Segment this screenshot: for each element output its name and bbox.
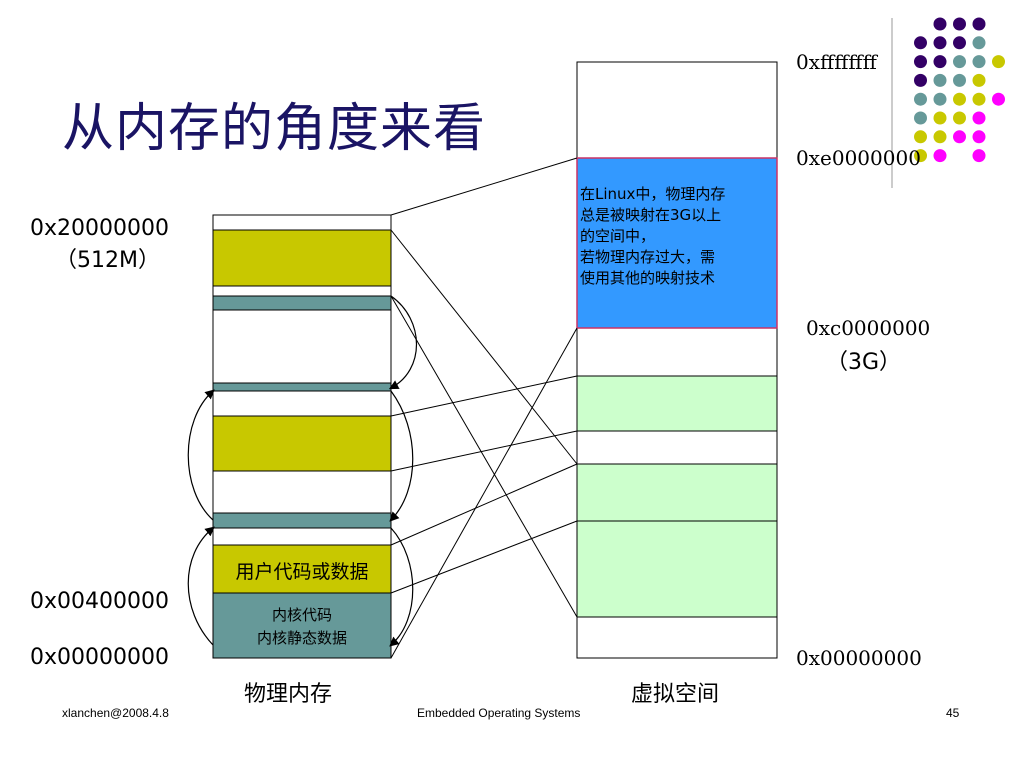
note-line: 若物理内存过大，需 <box>580 248 716 266</box>
note-line: 总是被映射在3G以上 <box>580 206 722 224</box>
virt-green-block-3 <box>576 520 778 618</box>
decorative-dot <box>972 17 986 31</box>
decorative-dot <box>972 130 986 144</box>
decorative-dot <box>914 111 927 125</box>
note-line: 的空间中， <box>580 227 656 245</box>
footer-course: Embedded Operating Systems <box>417 706 581 720</box>
arrow-right-lower <box>389 527 414 647</box>
decorative-dot <box>972 149 986 163</box>
mapping-note: 在Linux中，物理内存 总是被映射在3G以上 的空间中， 若物理内存过大，需 … <box>580 184 780 289</box>
decorative-dot <box>972 92 986 106</box>
decorative-dot <box>933 92 947 106</box>
decorative-dot <box>953 17 966 31</box>
decorative-dot <box>953 92 966 106</box>
virt-addr-top: 0xffffffff <box>796 50 877 74</box>
decorative-dot <box>972 111 986 125</box>
phys-mid-addr: 0x00400000 <box>30 589 169 614</box>
decorative-dot <box>992 55 1005 69</box>
decorative-dot <box>933 149 947 163</box>
phys-top-size: （512M） <box>55 248 160 273</box>
decorative-dot <box>992 92 1005 106</box>
decorative-dot <box>914 130 927 144</box>
note-line: 在Linux中，物理内存 <box>580 185 726 203</box>
decorative-dot <box>933 17 947 31</box>
decorative-dot <box>953 55 966 69</box>
virt-green-block-1 <box>576 375 778 432</box>
decorative-dots <box>891 17 1005 188</box>
virtual-memory-column <box>576 61 778 659</box>
kernel-static-label: 内核静态数据 <box>256 629 347 647</box>
footer-page-number: 45 <box>946 706 960 720</box>
virt-addr-bottom: 0x00000000 <box>796 646 922 670</box>
decorative-dot <box>914 92 927 106</box>
decorative-dot <box>933 55 947 69</box>
mapping-lines <box>390 157 578 659</box>
virt-addr-e: 0xe0000000 <box>796 146 921 170</box>
decorative-dot <box>933 130 947 144</box>
page-title: 从内存的角度来看 <box>62 99 487 159</box>
virt-kernel-region <box>576 157 778 329</box>
virt-green-block-2 <box>576 463 778 522</box>
decorative-dot <box>933 111 947 125</box>
decorative-dot <box>933 36 947 50</box>
decorative-dot <box>972 36 986 50</box>
decorative-dot <box>953 36 966 50</box>
decorative-dot <box>914 55 927 69</box>
decorative-dot <box>953 130 966 144</box>
decorative-dot <box>972 73 986 87</box>
phys-caption: 物理内存 <box>244 682 333 707</box>
physical-memory-column <box>212 214 392 659</box>
phys-teal-strip-2 <box>212 382 392 392</box>
arrow-right-middle <box>389 390 414 522</box>
relocation-arrows <box>187 295 418 647</box>
footer-author: xlanchen@2008.4.8 <box>62 706 169 720</box>
decorative-dot <box>914 36 927 50</box>
user-block-label: 用户代码或数据 <box>235 561 369 583</box>
phys-yellow-block-mid <box>212 415 392 472</box>
phys-kernel-block <box>212 592 392 659</box>
virt-addr-c-size: （3G） <box>826 350 902 375</box>
phys-yellow-block-top <box>212 229 392 287</box>
note-line: 使用其他的映射技术 <box>580 269 716 287</box>
decorative-dot <box>953 73 966 87</box>
phys-teal-strip-1 <box>212 295 392 311</box>
phys-bottom-addr: 0x00000000 <box>30 645 169 670</box>
decorative-dot <box>953 111 966 125</box>
decorative-dot <box>914 73 927 87</box>
decorative-dot <box>914 149 927 163</box>
virt-addr-c: 0xc0000000 <box>806 316 931 340</box>
decorative-dot <box>933 73 947 87</box>
phys-top-addr: 0x20000000 <box>30 216 169 241</box>
virt-caption: 虚拟空间 <box>631 682 720 707</box>
phys-teal-strip-3 <box>212 512 392 529</box>
phys-user-block <box>212 544 392 594</box>
arrow-left-lower <box>187 526 215 646</box>
decorative-dot <box>972 55 986 69</box>
arrow-right-upper <box>388 295 418 390</box>
kernel-code-label: 内核代码 <box>271 606 332 624</box>
arrow-left-upper <box>187 389 215 521</box>
